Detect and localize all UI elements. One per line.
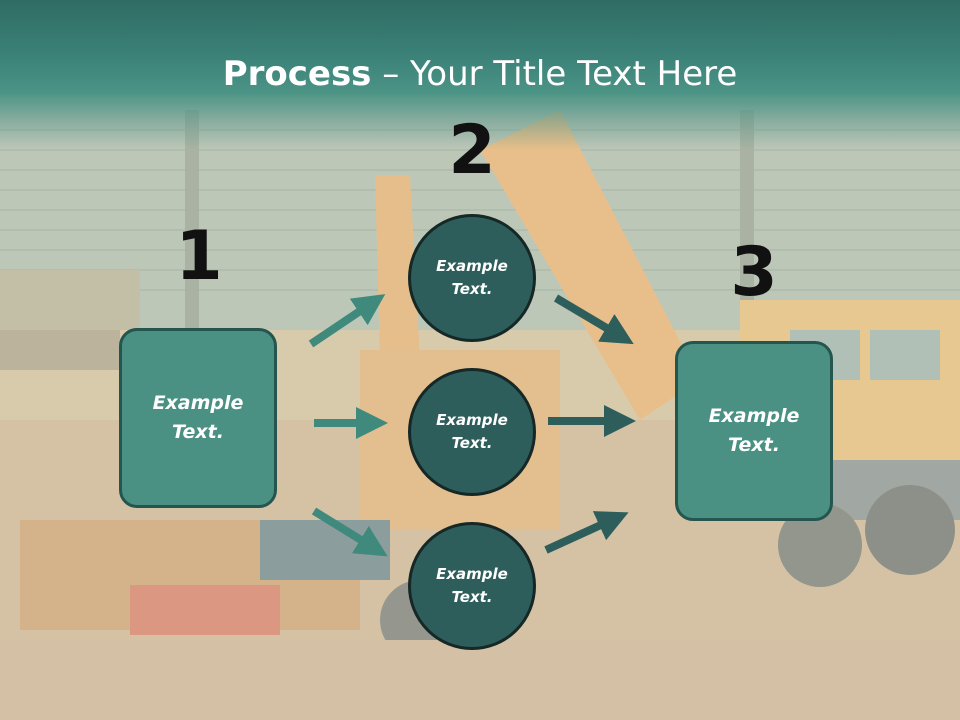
step-number-2: 2: [448, 111, 496, 190]
step-number-1: 1: [175, 217, 223, 296]
title-bold: Process: [222, 54, 372, 94]
step-1-label: Example Text.: [152, 392, 244, 443]
circle-top[interactable]: Example Text.: [408, 214, 536, 342]
step-3-box[interactable]: Example Text.: [675, 341, 833, 521]
circle-middle-label: Example Text.: [436, 411, 508, 452]
title-band: [0, 0, 960, 150]
slide-title: Process – Your Title Text Here: [0, 52, 960, 96]
step-3-label: Example Text.: [708, 405, 800, 456]
circle-bottom-label: Example Text.: [436, 565, 508, 606]
step-number-3: 3: [730, 233, 778, 312]
title-rest: – Your Title Text Here: [371, 54, 738, 94]
circle-middle[interactable]: Example Text.: [408, 368, 536, 496]
step-1-box[interactable]: Example Text.: [119, 328, 277, 508]
circle-bottom[interactable]: Example Text.: [408, 522, 536, 650]
circle-top-label: Example Text.: [436, 257, 508, 298]
